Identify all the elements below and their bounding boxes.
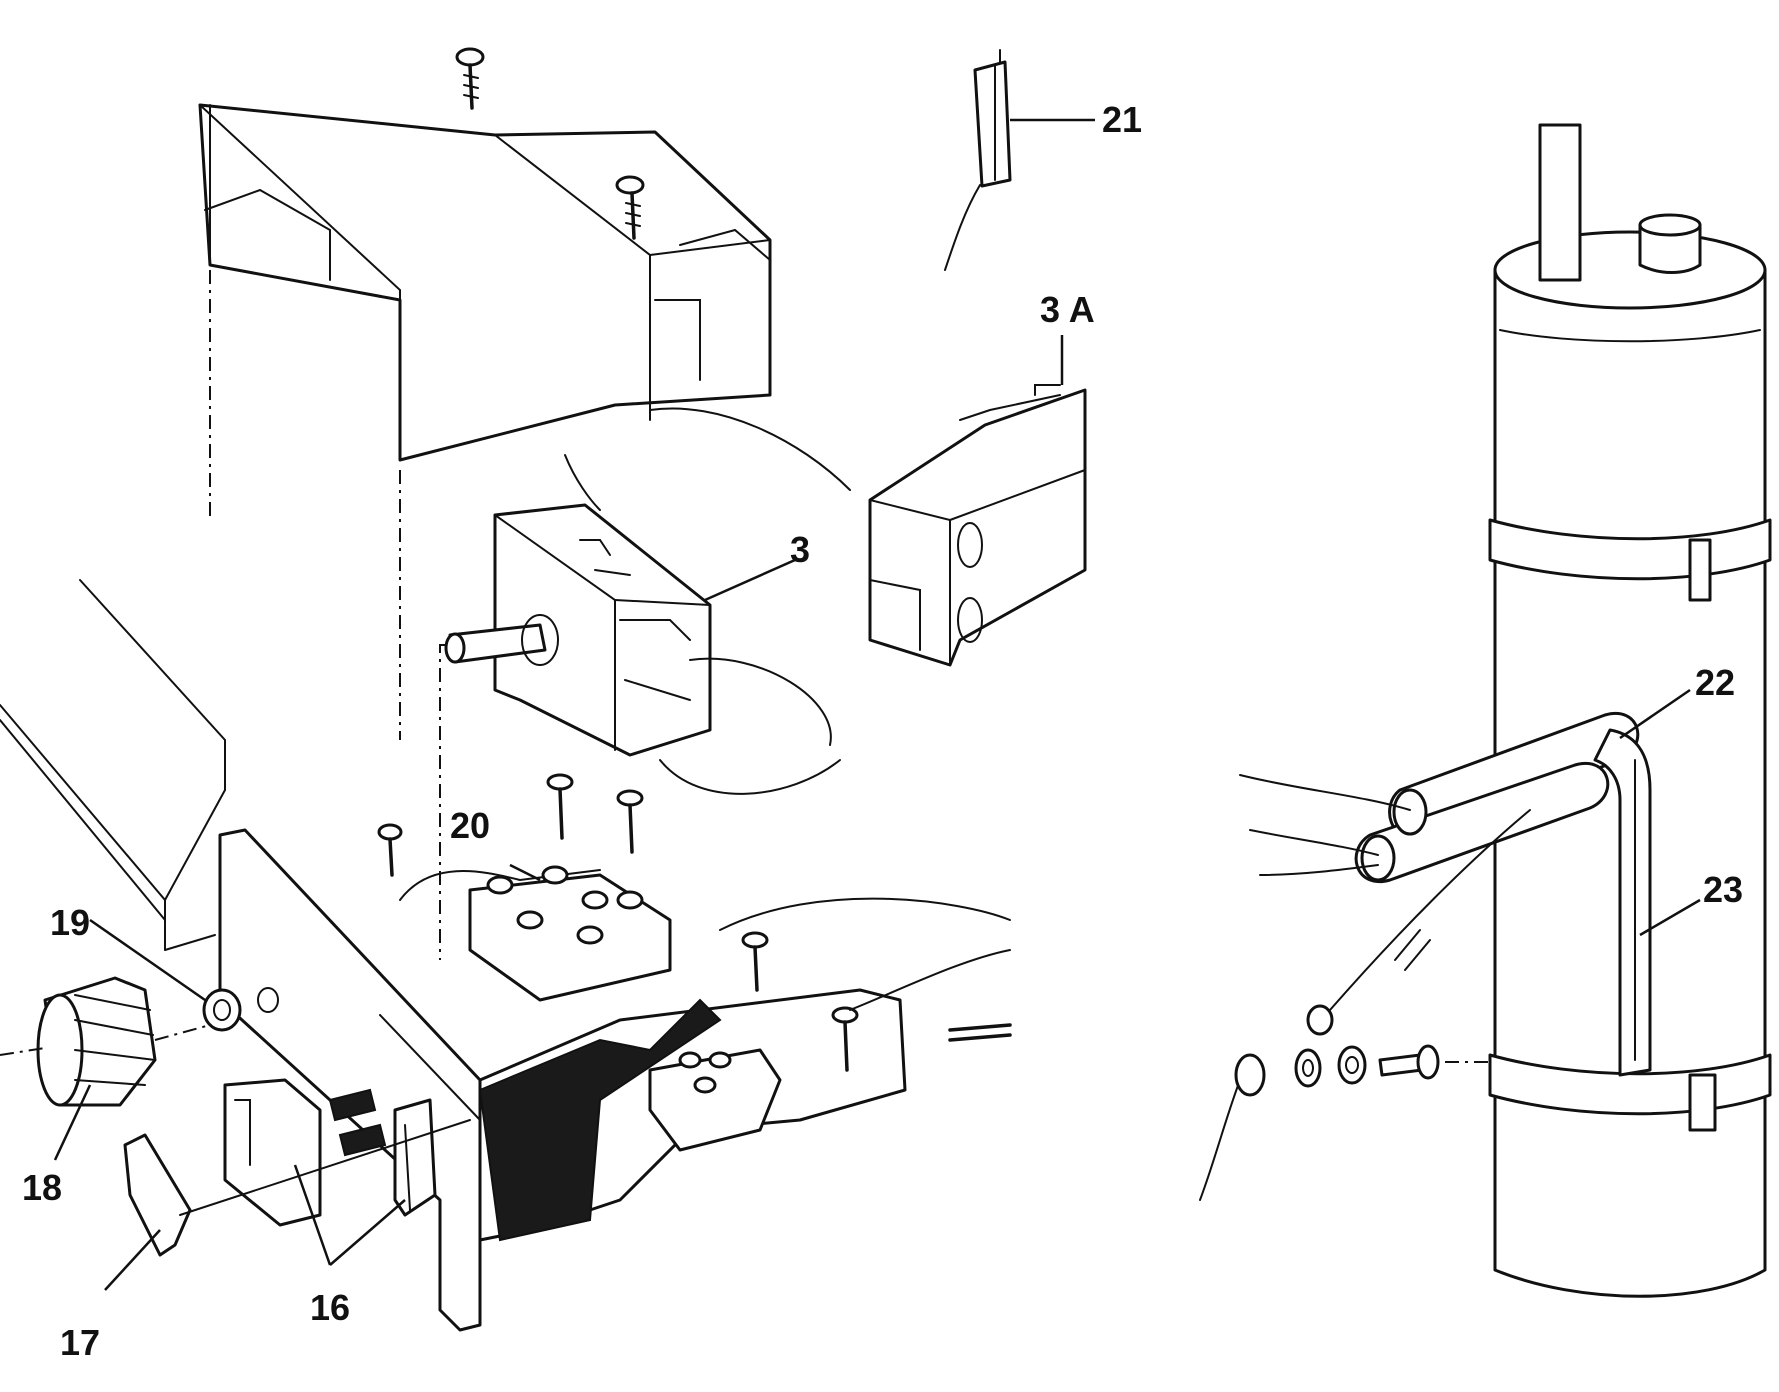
leader-18 [53, 1084, 92, 1161]
rocker-switch-left [223, 1078, 387, 1227]
control-knob [0, 976, 211, 1107]
thermostat [444, 454, 841, 795]
leader-20 [509, 863, 541, 882]
callout-17: 17 [60, 1322, 100, 1363]
strap-lower [1488, 1053, 1772, 1132]
callout-3a: 3 A [1040, 289, 1095, 330]
ground-wire [1199, 809, 1531, 1201]
pipe-tank [1493, 123, 1767, 1298]
leader-16 [293, 1164, 406, 1266]
callout-21: 21 [1102, 99, 1142, 140]
callout-19: 19 [50, 902, 90, 943]
leader-19 [89, 918, 206, 1002]
lower-terminal-block [648, 1048, 782, 1152]
callout-3: 3 [790, 529, 810, 570]
cover-screw-top [455, 47, 485, 110]
switch-cover-plate [123, 1119, 471, 1257]
terminal-block [468, 865, 672, 1002]
side-rail [0, 579, 226, 951]
top-cover [198, 103, 772, 462]
sensor-sleeves [1239, 711, 1640, 884]
callout-18: 18 [22, 1167, 62, 1208]
callout-23: 23 [1703, 869, 1743, 910]
cover-screw-right [615, 175, 645, 240]
washer [202, 987, 279, 1032]
callout-16: 16 [310, 1287, 350, 1328]
capillary-wire [649, 407, 851, 491]
base-outline [719, 897, 1011, 931]
callout-20: 20 [450, 805, 490, 846]
rocker-switch-right [393, 1098, 437, 1217]
panel-screws [377, 773, 859, 1072]
connector-block [868, 384, 1087, 667]
callout-22: 22 [1695, 662, 1735, 703]
sensor-clip [944, 49, 1012, 271]
leader-17 [104, 1229, 161, 1291]
break-lines [948, 1023, 1012, 1042]
ground-hardware [1294, 1044, 1490, 1088]
sensor-probe [1593, 728, 1652, 1077]
leader-3 [704, 558, 796, 602]
base-outline-2 [849, 949, 1011, 1011]
leader-22 [1619, 688, 1691, 740]
leader-23 [1639, 898, 1701, 937]
strap-upper [1488, 518, 1772, 602]
